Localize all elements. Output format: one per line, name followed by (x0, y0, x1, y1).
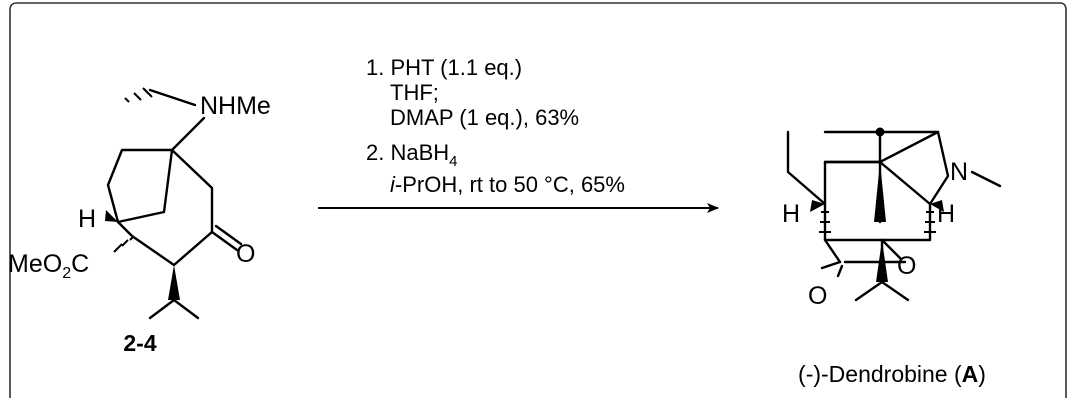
reactant-label: 2-4 (123, 330, 156, 356)
condition-step2-line1: 2. NaBH4 (366, 140, 458, 170)
product-atom-o-carbonyl: O (808, 282, 827, 310)
product-top-bonds (823, 130, 882, 164)
product-atom-h-right: H (937, 200, 955, 228)
product-wedge-h-left (810, 200, 825, 212)
product-atom-h-left: H (782, 200, 800, 228)
reactant-ch2-n (148, 88, 197, 107)
product-lactone-c-o (823, 238, 902, 264)
product-atom-o-ring: O (897, 252, 916, 280)
product-hash-left (819, 211, 831, 233)
reactant-atom-ketone-o: O (236, 240, 255, 268)
reactant-wedge-h (105, 210, 118, 222)
product-carbonyl-double (820, 260, 844, 278)
product-central-methyl-wedge (874, 162, 886, 222)
condition-step1-line3: DMAP (1 eq.), 63% (390, 105, 579, 130)
product-n-methyl (970, 170, 1002, 188)
scheme-frame (9, 2, 1067, 398)
reactant-wedge-isopropyl (168, 265, 180, 300)
reaction-conditions: 1. PHT (1.1 eq.) THF; DMAP (1 eq.), 63% … (366, 55, 625, 197)
reactant-angular-methyl (170, 116, 206, 152)
reactant-atom-nhme: NHMe (200, 92, 271, 120)
reactant-atom-ester: MeO2C (8, 250, 89, 282)
condition-step1-line1: 1. PHT (1.1 eq.) (366, 55, 522, 80)
reactant-hash-bond-ester (113, 235, 135, 253)
product-hash-right (924, 211, 936, 233)
condition-step2-line2: i-PrOH, rt to 50 °C, 65% (390, 172, 625, 197)
reactant-c3-c3a (162, 148, 174, 214)
reactant-ketone-double (214, 224, 243, 246)
reactant-five-ring (106, 148, 174, 224)
product-label: (-)-Dendrobine (A) (798, 361, 986, 387)
condition-step1-line2: THF; (390, 80, 439, 105)
reactant-six-ring (116, 148, 214, 267)
reactant-atom-h: H (78, 205, 96, 233)
product-atom-n: N (950, 158, 968, 186)
product-wedge-h-right (930, 200, 944, 212)
product-amine-ring (878, 130, 950, 206)
product-stereo-dot (875, 127, 885, 137)
product-structure: N H H O O (-)-Dendrobine (A) (782, 127, 1002, 387)
reactant-hash-bond-ch2 (124, 87, 153, 103)
reactant-isopropyl-branches (148, 298, 200, 320)
reactant-ketone-c-o (210, 230, 239, 252)
reactant-structure: NHMe H MeO2C O 2-4 (8, 87, 271, 356)
